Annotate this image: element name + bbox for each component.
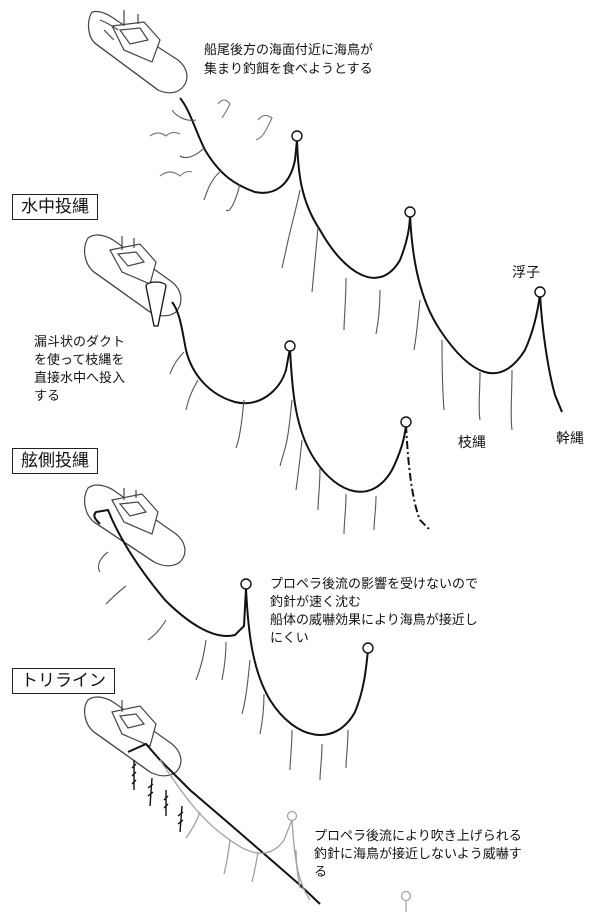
section-title-underwater: 水中投縄: [12, 194, 98, 220]
tori-line[interactable]: [127, 742, 321, 905]
annotation-underwater-line2: を使って枝縄を: [34, 353, 125, 368]
section-title-side: 舷側投縄: [12, 448, 98, 474]
faint-mainline: [159, 759, 311, 901]
float-icon: [404, 206, 416, 218]
annotation-underwater-line3: 直接水中へ投入: [34, 371, 126, 386]
annotation-toriline-line1: プロペラ後流により吹き上げられる: [314, 829, 522, 844]
label-branch-line: 枝縄: [458, 435, 486, 451]
branch-lines-side: [97, 551, 349, 781]
float-icon: [291, 130, 303, 142]
float-icon: [534, 286, 546, 298]
float-icon: [286, 810, 298, 822]
float-icon: [362, 642, 374, 654]
mainline-top: [179, 97, 298, 194]
underwater-scene: [84, 234, 431, 535]
annotation-underwater-line4: する: [34, 389, 61, 404]
mainline-middle: [171, 301, 291, 405]
ship-middle: [84, 234, 182, 317]
mainline-side: [93, 508, 247, 637]
ship-side: [84, 484, 186, 567]
top-scene: [87, 10, 563, 431]
float-icon: [284, 340, 296, 352]
section-title-toriline: トリライン: [12, 668, 115, 694]
annotation-underwater-line1: 漏斗状のダクト: [34, 335, 126, 350]
annotation-toriline-line2: 釣針に海鳥が接近しないよう威嚇す: [314, 847, 522, 862]
duct-icon: [145, 281, 167, 327]
float-icon: [240, 578, 252, 590]
toriline-scene: [84, 696, 412, 912]
annotation-side-line2: 釣針が速く沈む: [270, 595, 362, 610]
ship-toriline: [84, 696, 182, 777]
label-float: 浮子: [512, 265, 540, 281]
branch-lines-middle: [169, 351, 377, 535]
annotation-top-line2: 集まり釣餌を食べようとする: [204, 62, 373, 77]
float-icon: [400, 416, 412, 428]
side-scene: [84, 484, 374, 781]
annotation-top-line1: 船尾後方の海面付近に海鳥が: [204, 43, 374, 58]
annotation-toriline-line3: る: [314, 865, 328, 880]
streamers: [131, 760, 184, 833]
ship-top: [87, 10, 188, 94]
branch-lines-top: [171, 109, 513, 431]
seabirds-top: [149, 99, 273, 177]
annotation-side-line3: 船体の威嚇効果により海鳥が接近し: [270, 613, 478, 628]
annotation-side-line4: にくい: [270, 631, 309, 646]
label-main-line: 幹縄: [556, 431, 584, 447]
float-icon: [400, 890, 412, 902]
annotation-side-line1: プロペラ後流の影響を受けないので: [270, 577, 479, 592]
